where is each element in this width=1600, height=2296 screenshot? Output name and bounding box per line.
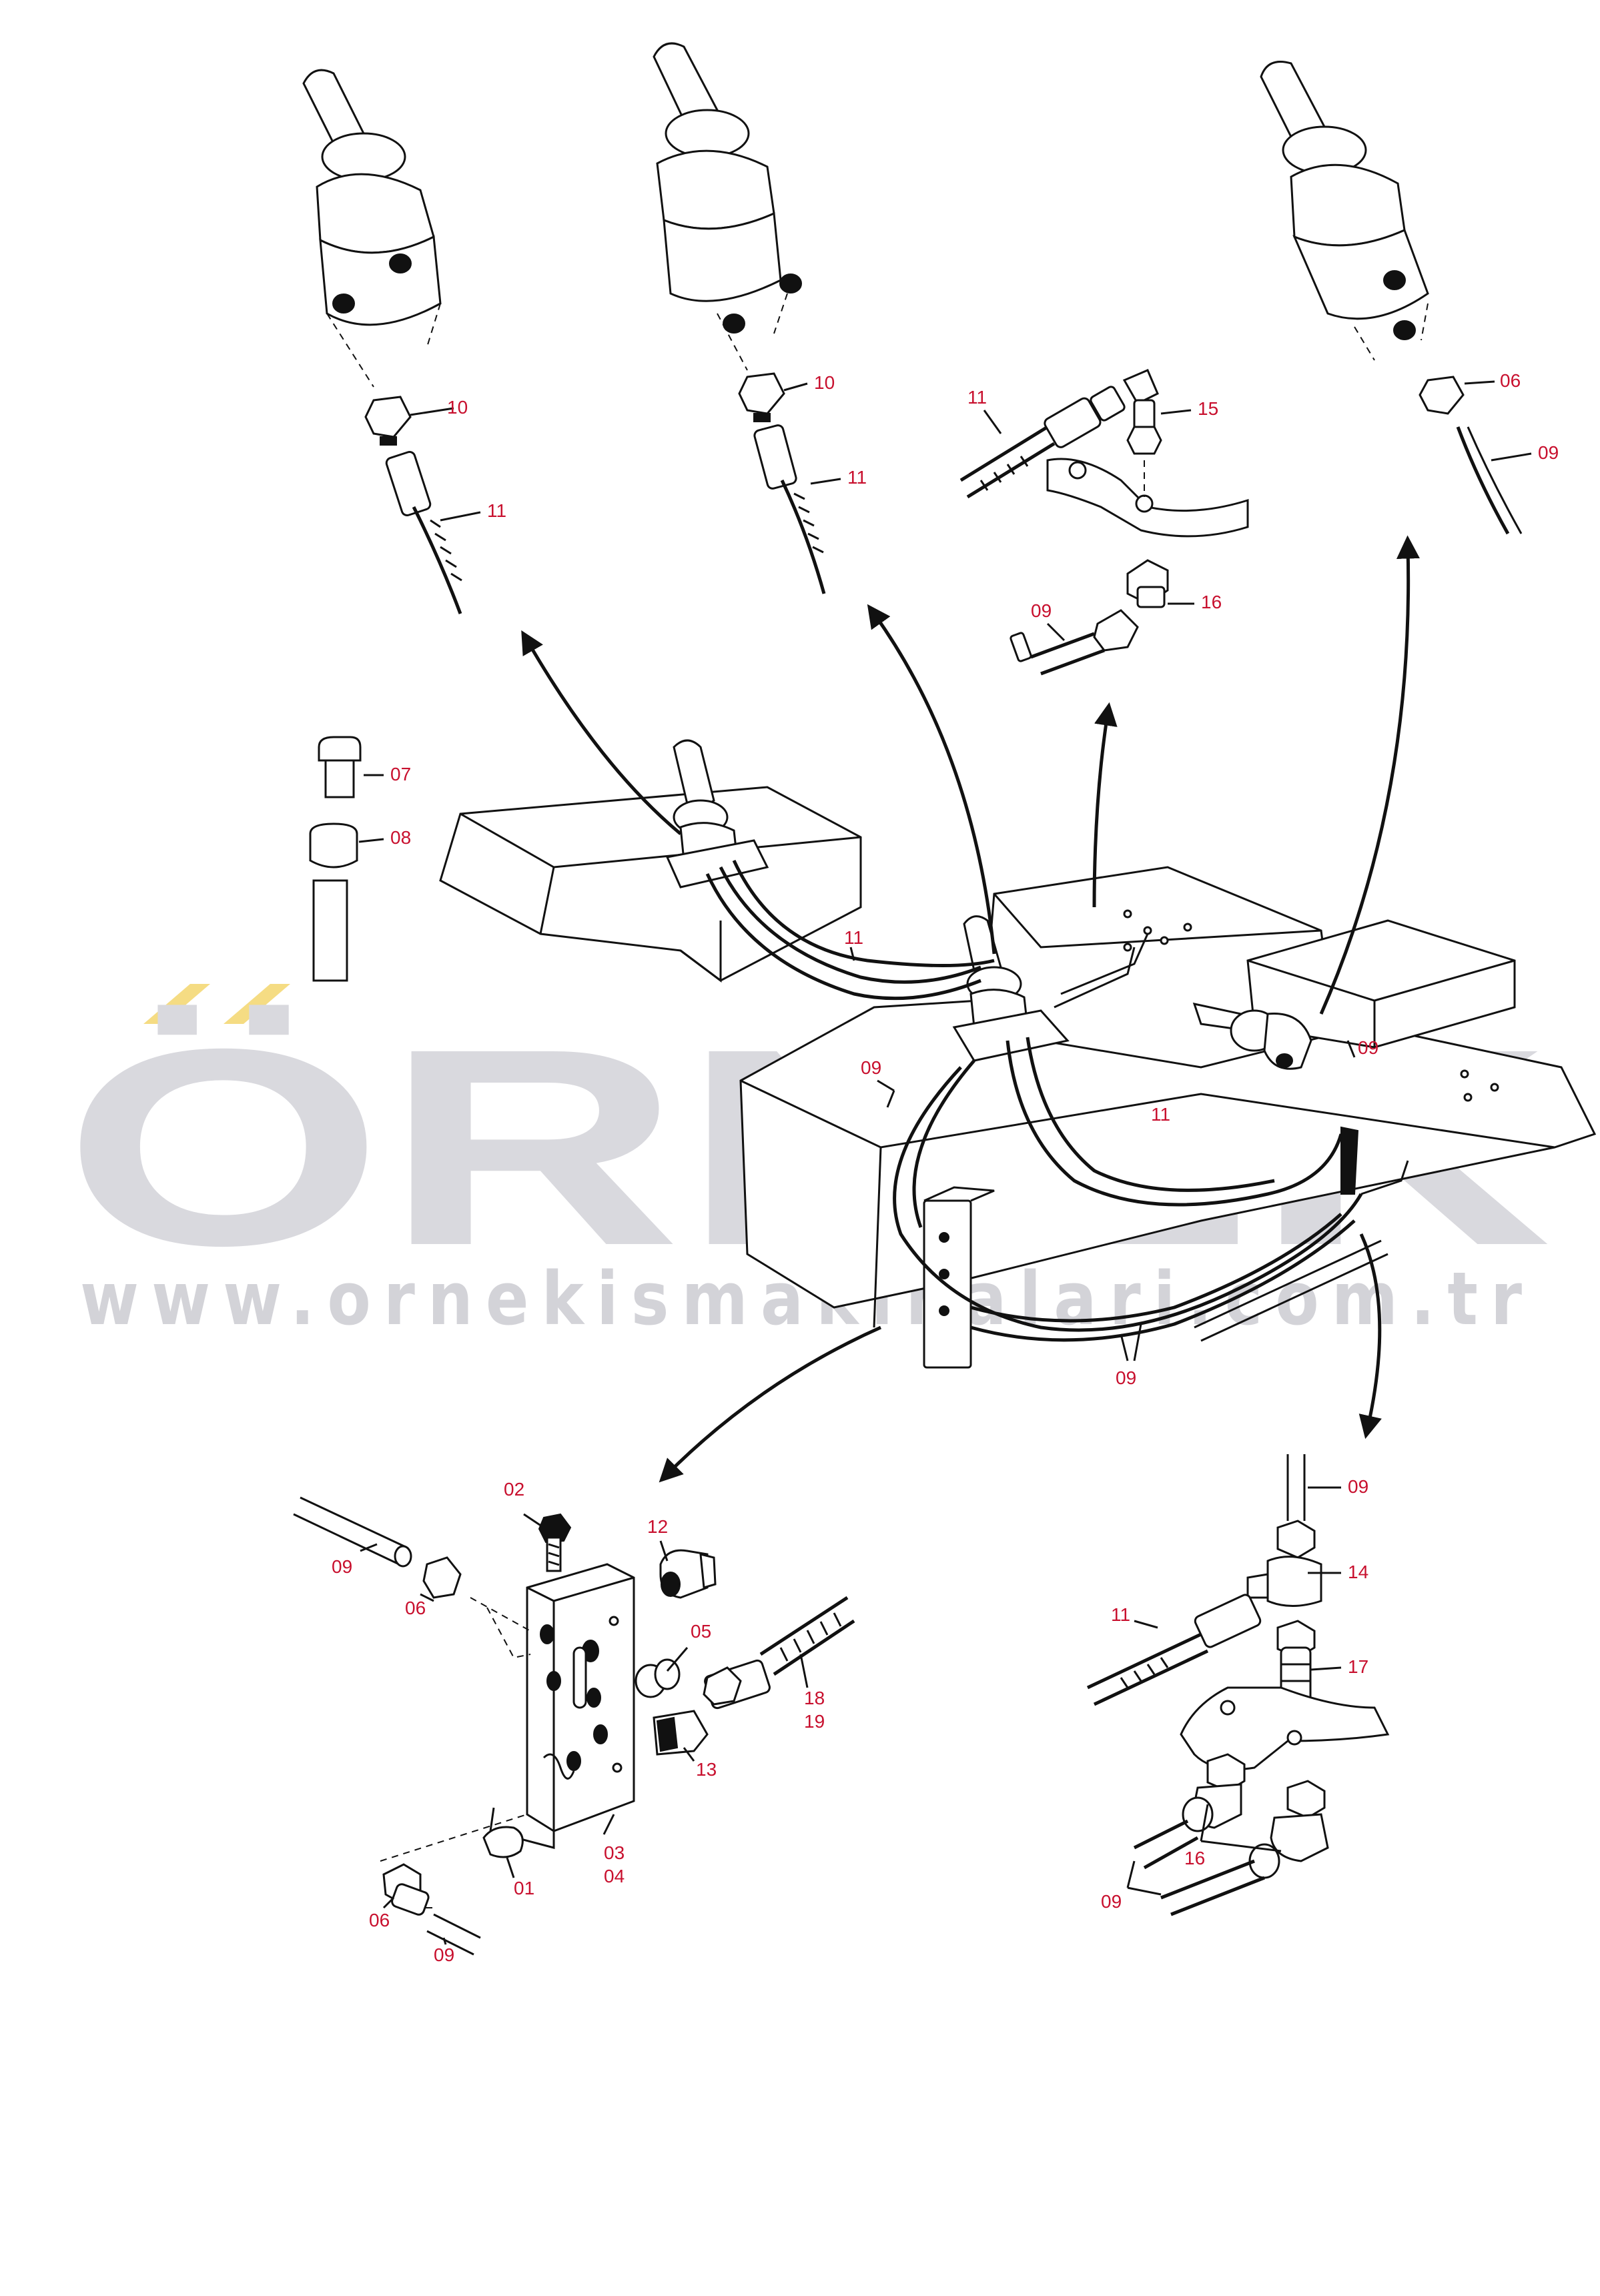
joystick-icon: [952, 915, 1070, 1062]
callout-08: 08: [390, 827, 411, 848]
callout-16a: 16: [1201, 592, 1222, 612]
callout-03: 03: [604, 1842, 625, 1863]
callout-09e: 09: [1116, 1367, 1136, 1388]
callout-15: 15: [1198, 398, 1218, 419]
joystick-icon: [302, 69, 442, 388]
curved-arrow-icon: [521, 535, 1420, 1483]
callout-10a: 10: [447, 397, 468, 418]
callout-09d: 09: [1358, 1037, 1378, 1058]
joystick-icon: [1192, 1002, 1312, 1070]
callout-18: 18: [804, 1688, 825, 1708]
joystick-icon: [653, 42, 802, 371]
callout-02: 02: [504, 1479, 524, 1500]
callout-06a: 06: [1500, 370, 1521, 391]
callout-16b: 16: [1184, 1848, 1205, 1868]
hose-fitting: [385, 450, 462, 614]
callout-14: 14: [1348, 1562, 1368, 1582]
callout-11e: 11: [1151, 1104, 1170, 1125]
joystick-top-right: 06 09: [1260, 61, 1559, 535]
callout-11b: 11: [847, 467, 867, 488]
callout-17: 17: [1348, 1656, 1368, 1677]
left-console: [439, 739, 862, 983]
hex-fitting-icon: [1419, 376, 1465, 415]
callout-06c: 06: [369, 1910, 390, 1930]
watermark-accent-right: [224, 984, 290, 1024]
callout-07: 07: [390, 764, 411, 784]
callout-11c: 11: [967, 387, 987, 408]
joystick-top-left: 10 11: [302, 69, 506, 614]
callout-09c: 09: [861, 1057, 881, 1078]
callout-11d: 11: [844, 927, 863, 948]
callout-09b: 09: [1538, 442, 1559, 463]
callout-09h: 09: [1348, 1476, 1368, 1497]
callout-13: 13: [696, 1759, 717, 1780]
callout-12: 12: [647, 1516, 668, 1537]
callout-06b: 06: [405, 1598, 426, 1618]
plug-and-cap: 07 08: [309, 736, 411, 982]
joystick-top-center: 10 11: [653, 42, 867, 594]
watermark-accent-left: [143, 984, 210, 1024]
callout-09i: 09: [1101, 1891, 1122, 1912]
callout-09f: 09: [332, 1556, 352, 1577]
callout-04: 04: [604, 1866, 625, 1886]
callout-01: 01: [514, 1878, 534, 1898]
main-hoses: [705, 859, 1409, 1342]
callout-11a: 11: [487, 500, 506, 521]
valve-block-assembly: 02 12 09 06 05 18 19 13 03 04 01 06 09: [293, 1479, 855, 1965]
hex-fitting-icon: [738, 372, 785, 422]
bolt-holes: [1123, 909, 1499, 1102]
joystick-icon: [1260, 61, 1429, 361]
callout-19: 19: [804, 1711, 825, 1732]
hose-fitting: [753, 424, 826, 594]
elbow-plate-assembly: 11 15 09 16: [959, 369, 1249, 676]
callout-09a: 09: [1031, 600, 1052, 621]
center-base: [739, 866, 1597, 1369]
callout-05: 05: [691, 1621, 711, 1642]
callout-09g: 09: [434, 1944, 454, 1965]
hex-fitting-icon: [364, 396, 412, 446]
tee-plate-assembly: 09 14 11 17 16 09: [1086, 1454, 1390, 1916]
callout-11f: 11: [1111, 1604, 1130, 1625]
callout-10b: 10: [814, 372, 835, 393]
